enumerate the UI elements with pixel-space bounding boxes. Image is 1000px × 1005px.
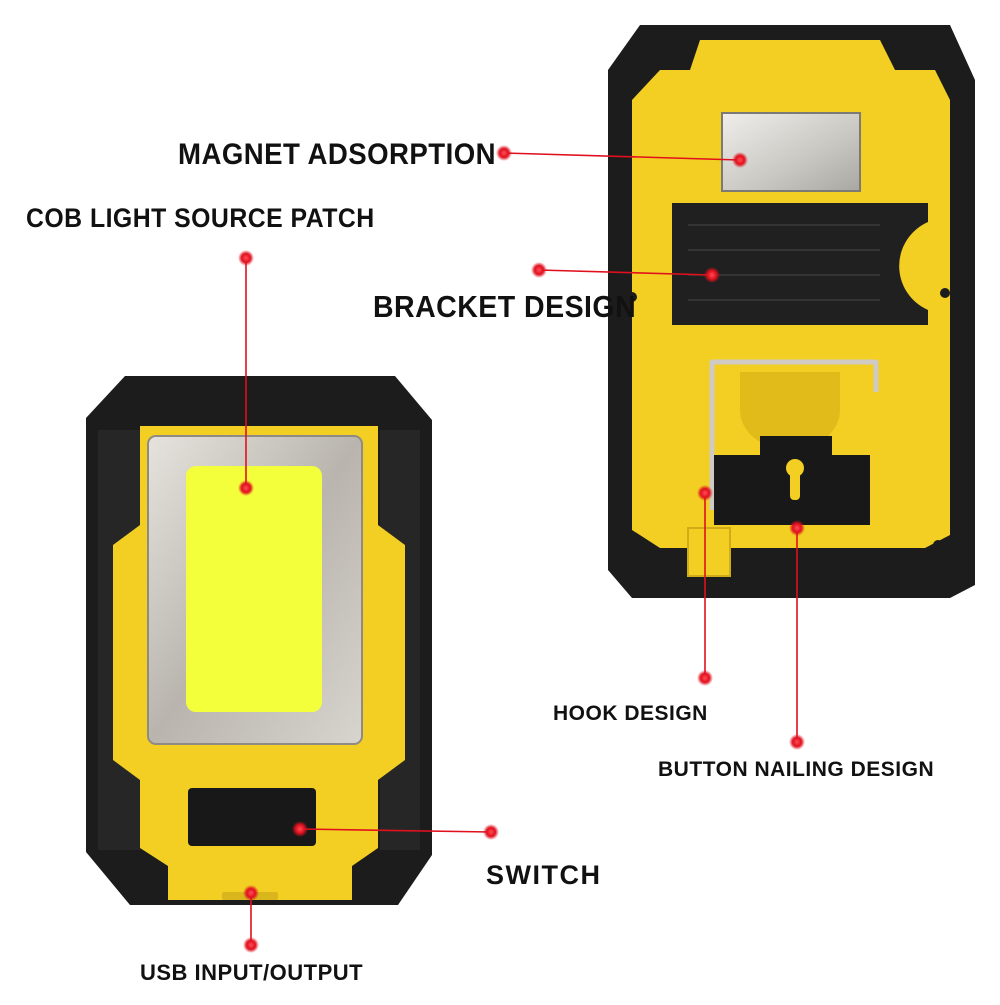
keyhole-stem — [790, 470, 800, 500]
pointer-dot-magnet-label — [496, 145, 512, 161]
bracket-design-label: BRACKET DESIGN — [373, 289, 637, 324]
pointer-dot-switch-label — [483, 824, 499, 840]
pointer-dot-usb — [243, 885, 259, 901]
pointer-dot-cob — [238, 480, 254, 496]
pointer-line-switch — [299, 828, 492, 833]
screw-hole-left — [627, 292, 637, 302]
switch-button — [188, 788, 316, 846]
magnet-adsorption-label: MAGNET ADSORPTION — [178, 138, 497, 171]
bracket-ribs — [688, 224, 880, 301]
pointer-dot-cob-label — [238, 250, 254, 266]
front-view-light — [86, 376, 432, 905]
screw-hole-bottom-right — [933, 540, 943, 550]
pointer-dot-bracket-label — [531, 262, 547, 278]
hook-recess — [740, 372, 840, 450]
magnet-plate — [721, 112, 861, 192]
screw-hole-right — [940, 288, 950, 298]
back-view-light — [608, 25, 975, 598]
pointer-line-bracket — [538, 269, 713, 276]
pointer-dots — [238, 145, 805, 953]
usb-input-output-label: USB INPUT/OUTPUT — [140, 960, 364, 985]
cob-panel — [186, 466, 322, 712]
pointer-dot-hook-label — [697, 670, 713, 686]
pointer-dot-magnet — [732, 152, 748, 168]
pointer-dot-button-nailing-label — [789, 734, 805, 750]
pointer-dot-usb-label — [243, 937, 259, 953]
bracket-notch — [899, 222, 928, 310]
screw-hole-bottom-left — [633, 540, 643, 550]
hook-design-label: HOOK DESIGN — [553, 702, 708, 725]
hook-wire — [709, 359, 879, 510]
pointer-dot-button-nailing — [789, 520, 805, 536]
bracket-panel — [672, 203, 928, 325]
button-nailing-design-label: BUTTON NAILING DESIGN — [658, 758, 935, 781]
cob-light-source-label: COB LIGHT SOURCE PATCH — [26, 203, 375, 233]
pointer-lines — [245, 152, 798, 945]
pointer-line-magnet — [503, 152, 741, 161]
switch-label: SWITCH — [486, 860, 602, 890]
hook-foot — [687, 527, 731, 577]
pointer-dot-bracket — [704, 267, 720, 283]
pointer-dot-switch — [292, 821, 308, 837]
pointer-dot-hook — [697, 485, 713, 501]
